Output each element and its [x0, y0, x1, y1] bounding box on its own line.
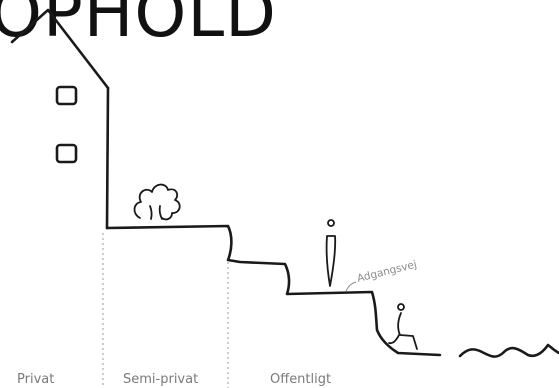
zone-label-privat: Privat	[17, 372, 54, 387]
annotation-label: Adgangsvej	[356, 258, 418, 284]
standing-person-icon	[327, 220, 336, 286]
house-window-upper	[57, 87, 76, 104]
zone-label-offentligt: Offentligt	[270, 372, 331, 387]
house-wall	[107, 88, 108, 228]
zone-label-semi-privat: Semi-privat	[123, 372, 198, 387]
terrain-steps	[107, 226, 440, 355]
sitting-person-icon	[389, 304, 417, 349]
house-window-lower	[57, 145, 76, 162]
bush-icon	[134, 185, 179, 220]
heading-text: OPHOLD	[0, 0, 277, 52]
annotation-leader	[346, 282, 356, 291]
water-waves	[460, 345, 559, 357]
